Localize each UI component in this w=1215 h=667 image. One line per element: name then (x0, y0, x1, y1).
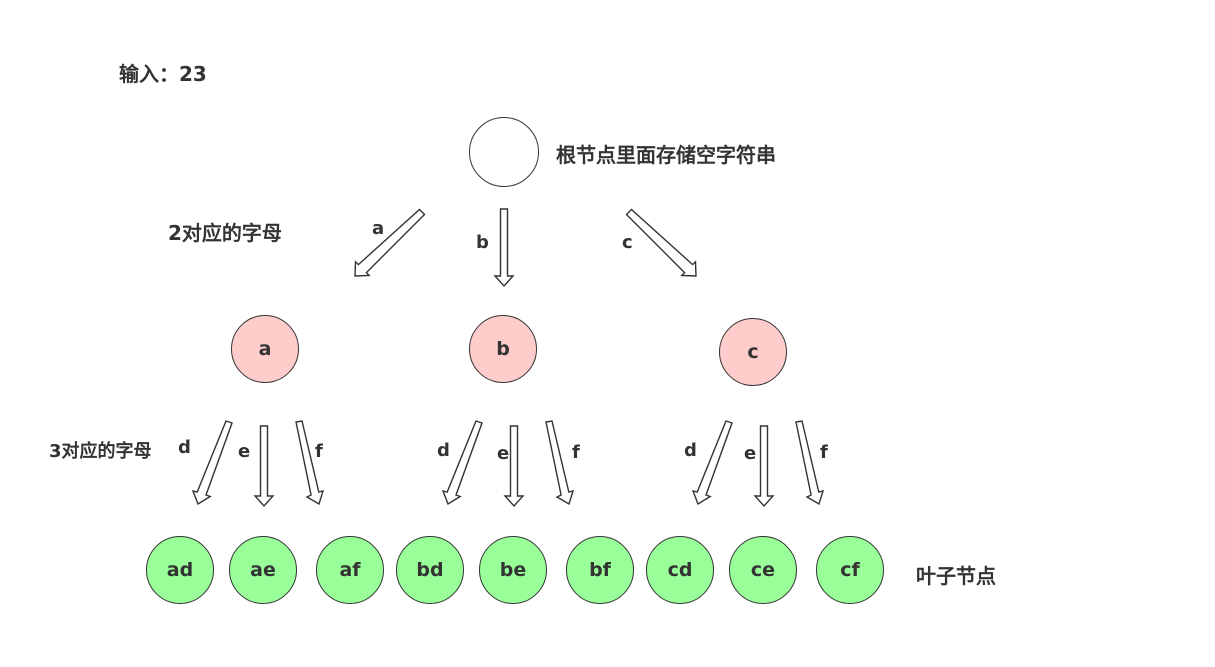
leaf-node: ce (729, 536, 797, 604)
arrow-bd (441, 420, 483, 506)
edge-label-a: a (372, 218, 385, 239)
leaf-node: bf (566, 536, 634, 604)
edge-label-bd: d (437, 440, 450, 461)
leaf-caption: 叶子节点 (916, 564, 996, 588)
edge-label-be: e (497, 443, 510, 464)
root-node (469, 117, 539, 187)
leaf-node: bd (396, 536, 464, 604)
leaf-node: be (479, 536, 547, 604)
arrow-c (625, 208, 697, 277)
arrow-a (354, 208, 426, 277)
arrow-b (493, 208, 515, 288)
arrow-ce (753, 425, 775, 508)
arrow-ae (253, 425, 275, 508)
leaf-node: cd (646, 536, 714, 604)
level1-caption: 2对应的字母 (168, 221, 282, 245)
node-a: a (231, 315, 299, 383)
node-c: c (719, 318, 787, 386)
edge-label-cd: d (684, 440, 697, 461)
arrow-be (503, 425, 525, 508)
edge-label-bf: f (572, 442, 580, 463)
edge-label-ce: e (744, 443, 757, 464)
edge-label-cf: f (820, 442, 828, 463)
edge-label-ad: d (178, 437, 191, 458)
input-label: 输入：23 (119, 62, 207, 86)
root-caption: 根节点里面存储空字符串 (556, 143, 776, 167)
edge-label-c: c (622, 232, 633, 253)
leaf-node: ae (229, 536, 297, 604)
arrow-bf (545, 420, 575, 506)
arrow-cd (691, 420, 733, 506)
leaf-node: af (316, 536, 384, 604)
node-b: b (469, 315, 537, 383)
level2-caption: 3对应的字母 (49, 441, 152, 462)
arrow-ad (191, 420, 233, 506)
leaf-node: ad (146, 536, 214, 604)
arrow-af (295, 420, 325, 506)
edge-label-af: f (315, 441, 323, 462)
edge-label-ae: e (238, 441, 251, 462)
edge-label-b: b (476, 232, 489, 253)
arrow-cf (795, 420, 825, 506)
leaf-node: cf (816, 536, 884, 604)
